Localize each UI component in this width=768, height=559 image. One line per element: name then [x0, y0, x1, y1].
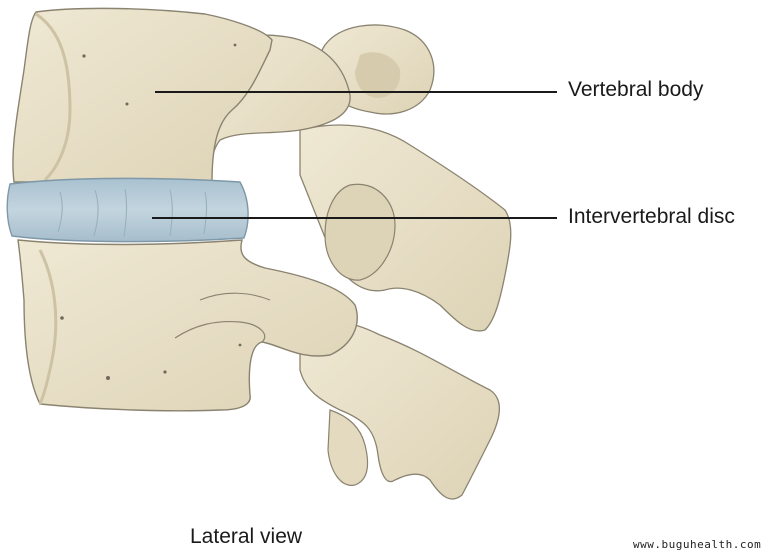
watermark-text: www.buguhealth.com [633, 538, 762, 551]
vertebral-body-label: Vertebral body [568, 78, 704, 101]
lower-vertebral-body [17, 239, 358, 412]
upper-body-ridge [35, 12, 72, 182]
disc-fiber-lines [57, 188, 208, 238]
intervertebral-disc-label: Intervertebral disc [568, 205, 735, 228]
view-caption: Lateral view [190, 525, 303, 548]
bone-pores [60, 43, 242, 380]
superior-facet-shadow [355, 52, 401, 98]
intervertebral-disc [6, 177, 249, 243]
lower-spinous-process [299, 320, 501, 500]
lower-articular-process [327, 409, 369, 486]
lower-body-ridge [38, 249, 58, 405]
upper-vertebral-body [12, 7, 273, 183]
lower-body-crease [199, 292, 271, 301]
lower-pedicle-contour [174, 320, 266, 343]
